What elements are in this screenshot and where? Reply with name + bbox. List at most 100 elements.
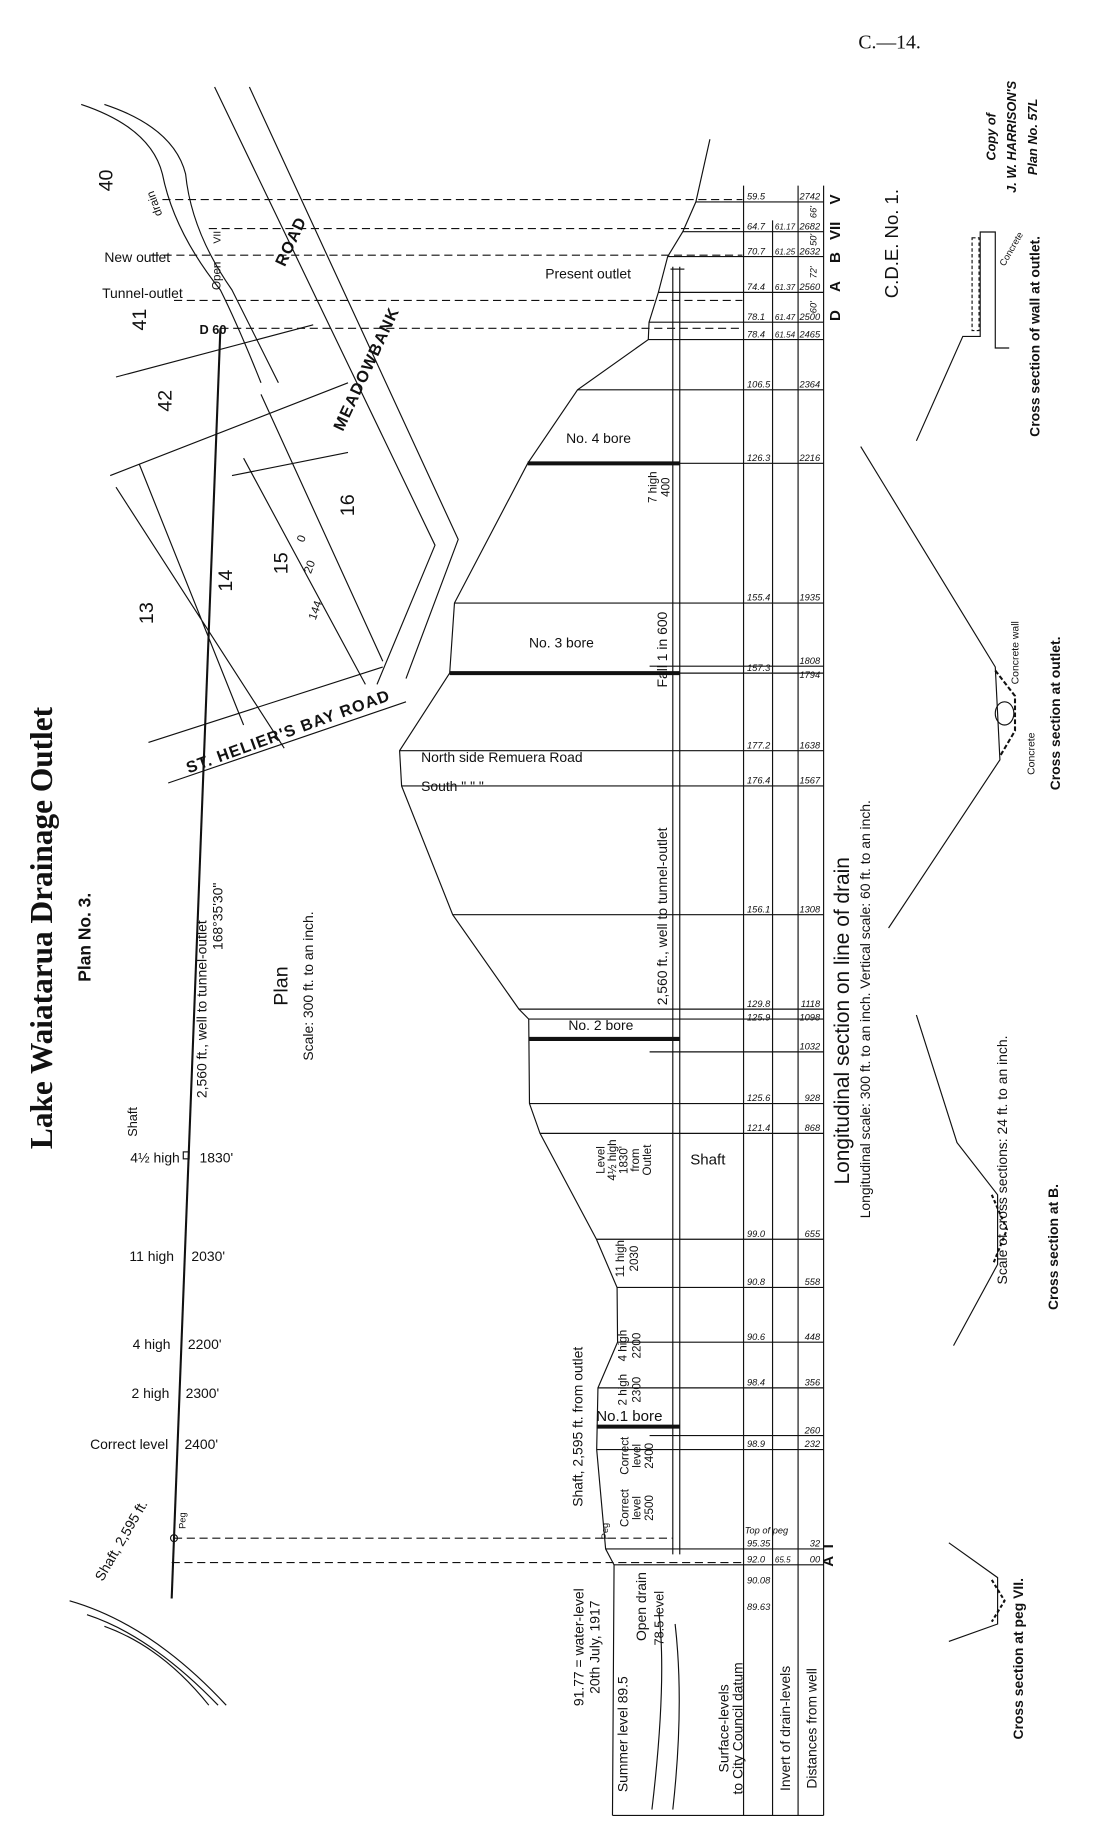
- lot-13: 13: [136, 602, 158, 624]
- point-b: B: [827, 252, 844, 263]
- tunnel-outlet-label: Tunnel-outlet: [102, 285, 183, 301]
- surface-level-value: 74.4: [747, 282, 765, 292]
- south-label: South " " ": [421, 778, 484, 794]
- bore-1-label: No.1 bore: [596, 1408, 662, 1425]
- water-level-label: 91.77 = water-level: [570, 1588, 586, 1706]
- bore-2-label: No. 2 bore: [568, 1017, 633, 1033]
- wall-concrete-label: Concrete: [998, 230, 1025, 268]
- distance-value: 928: [805, 1093, 821, 1103]
- wall-at-outlet-shape: [915, 231, 1010, 442]
- projection-lines: [150, 198, 743, 1564]
- correct-2500-2: level: [630, 1496, 643, 1520]
- distance-value: 868: [805, 1123, 821, 1133]
- level-note-3: 1830': [618, 1146, 631, 1174]
- distance-value: 1794: [799, 670, 820, 680]
- segment-50: 50': [809, 233, 819, 246]
- fall-label: Fall 1 in 600: [654, 611, 670, 687]
- ground-surface-profile: [399, 139, 711, 1816]
- surface-level-value: 98.4: [747, 1378, 765, 1388]
- station-size-2030: 11 high: [129, 1248, 174, 1264]
- section-peg-label: Peg: [600, 1523, 610, 1540]
- seven-high-label: 7 high: [647, 471, 660, 503]
- invert-level-value: 61.25: [775, 247, 796, 256]
- well-to-outlet-label: 2,560 ft., well to tunnel-outlet: [654, 827, 670, 1005]
- lot-41: 41: [129, 309, 151, 331]
- surface-level-value: 99.0: [747, 1229, 766, 1239]
- invert-level-value: 65.5: [775, 1556, 791, 1565]
- section-title: Longitudinal section on line of drain: [831, 857, 854, 1184]
- surface-level-value: 129.8: [747, 999, 771, 1009]
- correct-2500-1: Correct: [619, 1488, 632, 1527]
- at-peg-vii-label: Cross section at peg VII.: [1010, 1578, 1026, 1740]
- level-note-4: from: [629, 1148, 642, 1171]
- lot-40: 40: [96, 169, 118, 191]
- seven-high-dist: 400: [659, 478, 672, 497]
- station-size-2400: Correct level: [90, 1436, 168, 1452]
- open-label: Open: [210, 262, 223, 290]
- station-size-1830: 4½ high: [130, 1149, 180, 1165]
- point-vii: VII: [827, 222, 844, 240]
- outlet-pipe: [994, 701, 1015, 726]
- level-9008: 90.08: [747, 1575, 771, 1585]
- wall-at-outlet-label: Cross section of wall at outlet.: [1026, 236, 1042, 437]
- row-header-surface: Surface-levels: [715, 1684, 731, 1772]
- distance-value: 356: [805, 1378, 821, 1388]
- meadowbank-road: [214, 86, 459, 685]
- four-high-label: 4 high: [616, 1330, 629, 1362]
- surface-level-value: 90.8: [747, 1277, 766, 1287]
- cde-label: C.D.E. No. 1.: [881, 189, 902, 298]
- bore-4-label: No. 4 bore: [566, 430, 631, 446]
- lake-shore: [69, 1600, 227, 1706]
- distance-value: 2465: [798, 329, 820, 339]
- outlet-section-shape: [860, 446, 1001, 929]
- open-drain-channel: [81, 103, 279, 384]
- lot-15: 15: [271, 552, 293, 574]
- segment-66: 66': [809, 205, 819, 218]
- cross-scale-label: Scale of cross sections: 24 ft. to an in…: [994, 1036, 1010, 1285]
- bore-3-label: No. 3 bore: [529, 634, 594, 650]
- drain-label: drain: [144, 189, 165, 218]
- road-label: ROAD: [272, 214, 310, 269]
- meadowbank-label: MEADOWBANK: [330, 304, 403, 433]
- surface-level-value: 176.4: [747, 776, 770, 786]
- point-a-lower: A: [820, 1556, 837, 1567]
- plan-line-label: 2,560 ft., well to tunnel-outlet: [193, 920, 209, 1098]
- lot-dim-144: 144: [306, 598, 325, 621]
- lot-16: 16: [337, 494, 359, 516]
- surface-level-value: 78.4: [747, 329, 765, 339]
- copy-note-3: Plan No. 57L: [1025, 98, 1040, 175]
- plan-heading: Plan: [271, 966, 293, 1005]
- lot-boundaries: [109, 324, 384, 749]
- eleven-high-dist: 2030: [628, 1246, 641, 1272]
- level-8963: 89.63: [747, 1602, 771, 1612]
- at-b-label: Cross section at B.: [1045, 1184, 1061, 1310]
- lot-dim-20: 20: [301, 559, 318, 576]
- summer-level-label: Summer level 89.5: [615, 1676, 631, 1792]
- distance-value: 2632: [798, 246, 820, 256]
- distance-value: 2500: [798, 312, 820, 322]
- distance-value: 00: [810, 1555, 821, 1565]
- surface-level-value: 70.7: [747, 246, 766, 256]
- level-note-1: Level: [594, 1146, 607, 1174]
- station-size-2300: 2 high: [131, 1385, 169, 1401]
- segment-60: 60': [809, 300, 819, 313]
- d60-label: D 60: [200, 322, 227, 337]
- surface-level-value: 106.5: [747, 379, 771, 389]
- at-outlet-label: Cross section at outlet.: [1047, 637, 1063, 791]
- point-d: D: [827, 310, 844, 321]
- present-outlet-label: Present outlet: [545, 265, 631, 281]
- row-header-distance: Distances from well: [804, 1668, 820, 1789]
- st-heliers-label: ST. HELIER'S BAY ROAD: [184, 687, 393, 778]
- bearing: 168°35'30": [210, 883, 226, 950]
- drain-line: [170, 328, 222, 1599]
- distance-value: 1638: [799, 740, 820, 750]
- open-drain-label: Open drain: [633, 1572, 649, 1641]
- distance-value: 1098: [799, 1013, 820, 1023]
- water-level-date: 20th July, 1917: [587, 1600, 603, 1694]
- top-of-peg-label: Top of peg: [745, 1526, 789, 1536]
- surface-level-value: 78.1: [747, 312, 765, 322]
- shaft-2595-label: Shaft, 2,595 ft.: [91, 1497, 150, 1583]
- sheet-ref: C.—14.: [858, 32, 920, 54]
- segment-72: 72': [809, 265, 819, 278]
